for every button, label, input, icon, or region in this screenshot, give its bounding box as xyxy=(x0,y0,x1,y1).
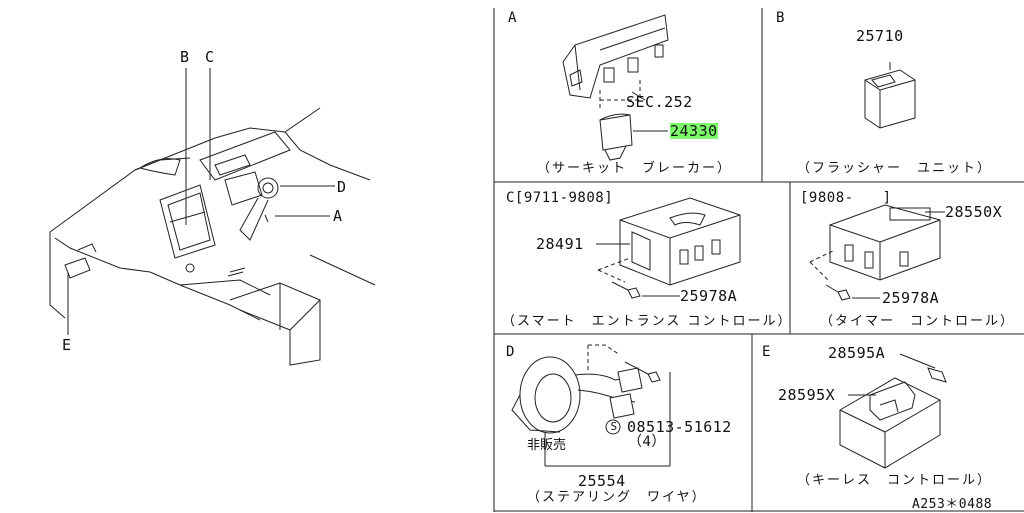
panel-a-letter: A xyxy=(508,10,517,26)
panel-b-caption: （フラッシャー ユニット） xyxy=(797,161,993,176)
part-25554[interactable]: 25554 xyxy=(578,472,626,490)
panel-c-header: C[9711-9808] xyxy=(506,190,614,206)
not-sold-note: 非販売 xyxy=(527,438,567,453)
part-08513-51612[interactable]: 08513-51612 xyxy=(627,418,732,436)
panel-c2-caption: （タイマー コントロール） xyxy=(820,314,1016,329)
bolt-quantity: （4） xyxy=(628,434,666,450)
panel-e-caption: （キーレス コントロール） xyxy=(797,473,993,488)
smart-entrance-control-drawing xyxy=(596,197,741,299)
bolt-symbol: S xyxy=(610,420,618,433)
part-28491[interactable]: 28491 xyxy=(536,235,584,253)
part-28550x[interactable]: 28550X xyxy=(945,203,1003,221)
part-25710[interactable]: 25710 xyxy=(856,27,904,45)
callout-d: D xyxy=(337,178,347,196)
callout-e: E xyxy=(62,336,72,354)
steering-wire-drawing xyxy=(511,344,671,467)
part-24330[interactable]: 24330 xyxy=(670,122,718,140)
panel-grid xyxy=(493,8,1024,512)
callout-c: C xyxy=(205,48,215,66)
panel-d-caption: （ステアリング ワイヤ） xyxy=(527,490,707,505)
part-25978a-c2[interactable]: 25978A xyxy=(882,289,940,307)
timer-control-drawing xyxy=(809,204,945,301)
keyless-control-drawing xyxy=(839,353,947,469)
part-28595x[interactable]: 28595X xyxy=(778,386,836,404)
panel-b-letter: B xyxy=(776,10,785,26)
panel-a-caption: （サーキット ブレーカー） xyxy=(537,161,733,176)
sec-ref-link[interactable]: SEC.252 xyxy=(626,93,693,111)
panel-c-caption: （スマート エントランス コントロール） xyxy=(502,314,793,329)
callout-b: B xyxy=(180,48,190,66)
diagram-reference-code: A253＊0488 xyxy=(912,497,993,512)
callout-a: A xyxy=(333,207,343,225)
dashboard-overview-drawing xyxy=(49,68,376,366)
panel-d-letter: D xyxy=(506,344,515,360)
panel-e-letter: E xyxy=(762,344,771,360)
panel-c2-header: [9808- ] xyxy=(800,190,892,206)
part-28595a[interactable]: 28595A xyxy=(828,344,886,362)
circuit-breaker-drawing xyxy=(562,14,669,161)
part-25978a-c[interactable]: 25978A xyxy=(680,287,738,305)
flasher-unit-drawing xyxy=(864,62,916,129)
